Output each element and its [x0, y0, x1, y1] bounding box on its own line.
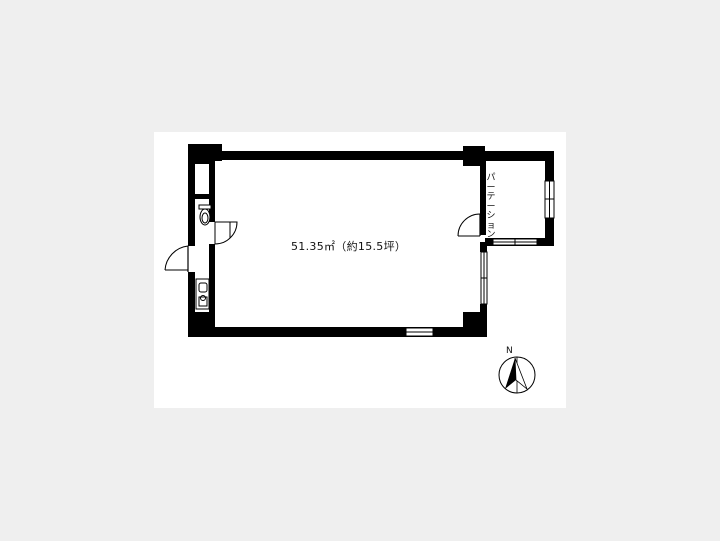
windows	[405, 180, 555, 337]
wall-left-upper	[188, 151, 195, 246]
duct-box	[195, 160, 209, 164]
floorplan-sheet	[154, 132, 566, 408]
shelf-divider	[195, 194, 209, 199]
wall-inner-upper	[209, 151, 215, 222]
column-top-right	[463, 146, 485, 166]
fixtures	[195, 204, 212, 310]
wall-annex-right-lower	[545, 218, 554, 246]
toilet-icon	[198, 204, 212, 226]
doors	[164, 213, 481, 272]
wall-annex-top	[485, 151, 554, 161]
wall-right-lower	[480, 242, 487, 252]
walls	[188, 144, 554, 337]
compass-icon	[498, 356, 536, 394]
room-area-label: 51.35㎡（約15.5坪）	[291, 240, 407, 253]
partition-label: パーテーション	[486, 173, 496, 240]
wall-annex-right-upper	[545, 151, 554, 181]
toilet-door	[214, 221, 238, 245]
wall-right-upper	[480, 151, 486, 235]
entrance-door	[164, 245, 189, 272]
wall-right-bottom	[480, 304, 487, 334]
sink-icon	[195, 278, 210, 310]
annex-door	[457, 213, 481, 237]
wall-left-lower	[188, 272, 195, 332]
wall-main-bottom	[188, 327, 487, 337]
wall-inner-lower	[209, 244, 215, 334]
wall-main-top	[188, 151, 487, 160]
north-label: N	[506, 346, 513, 356]
